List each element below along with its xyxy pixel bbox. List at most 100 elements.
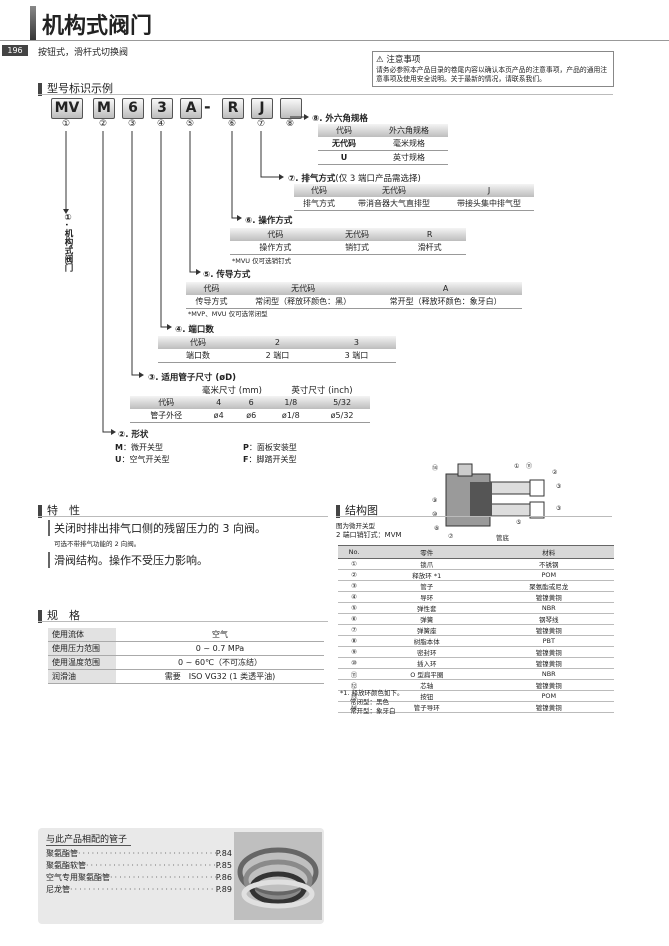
hex-title: ⑧. 外六角规格 xyxy=(312,114,368,124)
parts-cell: ⑧ xyxy=(338,635,370,647)
shape-item-p: P：面板安装型 xyxy=(243,442,297,453)
svg-text:②: ② xyxy=(552,469,558,476)
parts-header: 零件 xyxy=(370,545,484,559)
spec-label: 使用压力范围 xyxy=(48,641,116,656)
parts-cell: 导环 xyxy=(370,591,484,603)
conduction-header: A xyxy=(369,282,522,295)
shape-desc: ：空气开关型 xyxy=(121,455,170,464)
shape-title: ②. 形状 xyxy=(118,430,149,440)
operation-cell: 操作方式 xyxy=(230,241,321,255)
structure-caption-2: 2 端口销钉式：MVM xyxy=(336,531,402,539)
exhaust-footnote: *MVU 仅可选销钉式 xyxy=(232,257,292,265)
tube-group-inch: 英寸尺寸 (inch) xyxy=(291,386,353,396)
shape-code: U xyxy=(115,455,122,464)
shape-item-f: F：脚踏开关型 xyxy=(243,454,296,465)
svg-text:⑪: ⑪ xyxy=(526,462,532,470)
hex-cell: 毫米规格 xyxy=(370,137,448,151)
shape-code: P xyxy=(243,443,249,452)
code-box-3: 6 xyxy=(122,98,144,119)
connector-lines xyxy=(63,114,309,435)
parts-cell: 锁爪 xyxy=(370,558,484,570)
parts-cell: POM xyxy=(483,690,614,702)
related-name: 尼龙管 xyxy=(46,885,70,894)
code-box-8 xyxy=(280,98,302,119)
parts-cell: 镀镍黄铜 xyxy=(483,624,614,636)
related-item[interactable]: 尼龙管·····································… xyxy=(46,884,232,896)
svg-text:③: ③ xyxy=(556,483,561,490)
hex-cell: 无代码 xyxy=(318,137,370,151)
specs-rule xyxy=(38,621,328,622)
related-page: P.85 xyxy=(215,861,232,870)
operation-title: ⑥. 操作方式 xyxy=(245,216,293,226)
parts-cell: 树脂本体 xyxy=(370,635,484,647)
related-page: P.89 xyxy=(215,885,232,894)
features-rule xyxy=(38,516,328,517)
hex-header-code: 代码 xyxy=(318,124,370,137)
parts-cell: 管子 xyxy=(370,580,484,592)
parts-cell: 插入环 xyxy=(370,657,484,669)
ports-cell: 2 端口 xyxy=(237,349,317,363)
circle-7: ⑦ xyxy=(256,119,266,129)
structure-heading: 结构图 xyxy=(336,502,378,518)
section-marker xyxy=(336,504,340,518)
related-item[interactable]: 聚氨酯管····································… xyxy=(46,848,232,860)
parts-cell: PBT xyxy=(483,635,614,647)
leader-dots: ········································ xyxy=(78,849,216,858)
parts-cell: NBR xyxy=(483,668,614,680)
spec-value: 0 ~ 0.7 MPa xyxy=(116,641,324,656)
shape-code: F xyxy=(243,455,249,464)
related-title: 与此产品相配的管子 xyxy=(46,832,132,846)
shape-desc: ：脚踏开关型 xyxy=(248,455,297,464)
page-subtitle: 按钮式，滑杆式切换阀 xyxy=(38,48,129,58)
parts-cell: ⑩ xyxy=(338,657,370,669)
circle-6: ⑥ xyxy=(227,119,237,129)
circle-8: ⑧ xyxy=(285,119,295,129)
spec-value: 空气 xyxy=(116,628,324,642)
svg-text:⑤: ⑤ xyxy=(516,519,521,526)
conduction-cell: 常闭型（释放环颜色：黑） xyxy=(236,295,370,309)
exhaust-cell: 排气方式 xyxy=(294,197,344,211)
shape-desc: ：面板安装型 xyxy=(248,443,297,452)
related-tubes-box: 与此产品相配的管子 聚氨酯管··························… xyxy=(38,828,324,924)
hex-header-spec: 外六角规格 xyxy=(370,124,448,137)
notice-title: 注意事项 xyxy=(386,55,421,65)
circle-4: ④ xyxy=(156,119,166,129)
shape-item-m: M：微开关型 xyxy=(115,442,163,453)
related-item[interactable]: 聚氨酯软管···································… xyxy=(46,860,232,872)
title-accent-bar xyxy=(30,6,36,41)
ports-title: ④. 端口数 xyxy=(175,325,214,335)
header-divider xyxy=(0,40,669,41)
operation-cell: 销钉式 xyxy=(320,241,394,255)
feature-1-sub: 可选不带排气功能的 2 向阀。 xyxy=(54,540,141,548)
label-mechanical-valve: ①. 机构式阀门 xyxy=(63,213,73,272)
related-item[interactable]: 空气专用聚氨酯管································… xyxy=(46,872,232,884)
conduction-cell: 常开型（释放环颜色：象牙白） xyxy=(369,295,522,309)
svg-text:⑭: ⑭ xyxy=(432,464,438,472)
parts-cell: 镀镍黄铜 xyxy=(483,701,614,713)
parts-cell: 弹性套 xyxy=(370,602,484,614)
parts-cell: POM xyxy=(483,569,614,581)
parts-cell: ⑪ xyxy=(338,668,370,680)
tube-cell: ø4 xyxy=(202,409,235,423)
exhaust-cell: 带接头集中排气型 xyxy=(444,197,534,211)
conduction-title: ⑤. 传导方式 xyxy=(203,270,251,280)
parts-cell: 管子导环 xyxy=(370,701,484,713)
conduction-cell: 传导方式 xyxy=(186,295,237,309)
features-heading: 特 性 xyxy=(38,502,80,518)
warning-icon: ⚠ xyxy=(376,55,384,65)
feature-2-main: 滑阀结构。操作不受压力影响。 xyxy=(48,552,208,568)
parts-cell: ④ xyxy=(338,591,370,603)
shape-code: M xyxy=(115,443,123,452)
operation-header: 代码 xyxy=(230,228,321,241)
conduction-footnote: *MVP、MVU 仅可选常闭型 xyxy=(188,310,268,318)
structure-rule xyxy=(336,516,612,517)
operation-cell: 滑杆式 xyxy=(393,241,466,255)
